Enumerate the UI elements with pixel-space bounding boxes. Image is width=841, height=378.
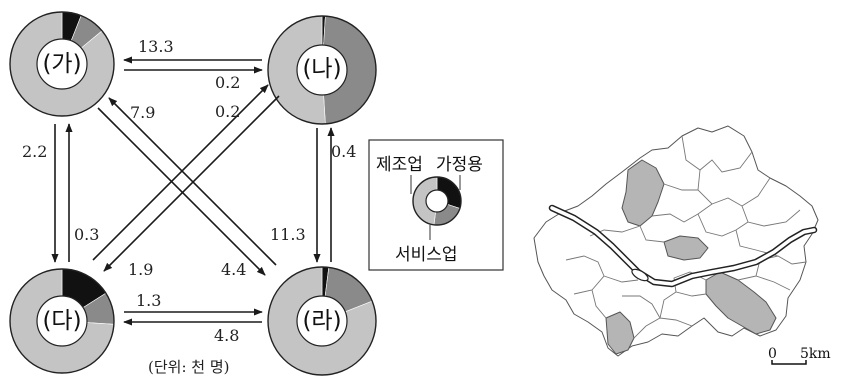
flow-label-da-to-ra: 1.3: [136, 291, 161, 310]
legend: 제조업 가정용 서비스업: [368, 139, 504, 271]
legend-donut-center: [425, 189, 449, 213]
node-da-center: [36, 295, 88, 347]
flow-label-ga-to-na: 0.2: [215, 73, 240, 92]
legend-donut-outer-ring: [412, 176, 462, 226]
node-na-outer-ring: [267, 15, 377, 125]
scale-bar-line: [771, 360, 807, 365]
flow-arrow-na-to-da: [103, 95, 280, 272]
node-label-na: (나): [302, 56, 341, 82]
node-label-ga: (가): [42, 51, 81, 77]
region-node-da: [9, 268, 115, 374]
flow-label-na-to-ga: 13.3: [138, 37, 174, 56]
district-shaded-southwest: [605, 311, 635, 355]
node-label-da: (다): [42, 308, 81, 334]
flow-label-da-to-ga: 0.3: [74, 225, 99, 244]
region-node-ga: [9, 11, 115, 117]
river-island: [631, 268, 649, 282]
node-ra-outer-ring: [267, 266, 377, 376]
flow-label-ga-to-ra: 4.4: [221, 260, 246, 279]
node-ra-center: [296, 295, 348, 347]
flow-label-ga-to-da: 2.2: [22, 142, 47, 161]
region-node-na: [267, 15, 377, 125]
scale-label-end: 5km: [800, 346, 831, 362]
node-ga-center: [36, 38, 88, 90]
flow-label-ra-to-na: 11.3: [270, 225, 306, 244]
region-node-ra: [267, 266, 377, 376]
legend-label-service: 서비스업: [395, 245, 458, 265]
scale-bar: 0 5km: [768, 346, 831, 365]
flow-arrow-da-to-na: [92, 84, 269, 261]
node-na-center: [296, 44, 348, 96]
node-da-outer-ring: [9, 268, 115, 374]
scale-label-zero: 0: [768, 346, 777, 362]
flow-label-ra-to-ga: 7.9: [130, 103, 155, 122]
flow-label-da-to-na: 0.2: [215, 102, 240, 121]
flow-label-ra-to-da: 4.8: [214, 326, 239, 345]
node-ga-outer-ring: [9, 11, 115, 117]
legend-label-manufacturing: 제조업: [376, 155, 423, 175]
flow-label-na-to-ra: 0.4: [331, 142, 356, 161]
legend-donut: [412, 176, 462, 226]
unit-note: (단위: 천 명): [148, 358, 230, 376]
han-river-inner: [550, 206, 816, 286]
district-shaded-central: [663, 235, 709, 261]
node-label-ra: (라): [302, 308, 341, 334]
district-map: [533, 125, 819, 357]
flow-label-na-to-da: 1.9: [128, 260, 153, 279]
legend-label-household: 가정용: [436, 155, 483, 175]
flow-arrow-ga-to-ra: [97, 107, 266, 276]
